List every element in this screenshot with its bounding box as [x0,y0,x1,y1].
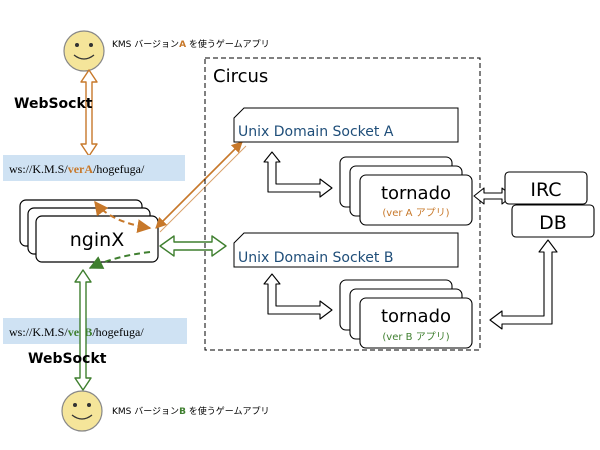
websocket-label-top: WebSockt [14,96,93,112]
circus-label: Circus [213,66,268,87]
socket-b-shape [233,232,459,268]
tornado-b-to-db-arrow [489,239,558,330]
circus-container [204,57,481,351]
user-a-smiley-icon [63,30,105,72]
tornado-b-sub: (ver B アプリ) [382,331,449,343]
nginx-to-socket-a-arrow [155,141,243,229]
db-box [511,204,595,238]
url-a-text: ws://K.M.S/verA/hogefuga/ [9,162,145,176]
url-a-box [3,155,185,181]
tornado-a-stack [339,156,473,226]
nginx-routing-b-arrow [88,251,151,269]
nginx-label: nginX [70,229,124,251]
nginx-to-socket-b-arrow [159,235,227,257]
websocket-b-arrow [74,269,92,391]
socket-b-label: Unix Domain Socket B [238,250,393,266]
socket-a-shape [233,107,459,143]
socket-b-to-tornado-arrow [263,273,333,320]
user-a-caption: KMS バージョンA を使うゲームアプリ [112,38,270,50]
nginx-routing-a-arrow [94,200,152,234]
socket-a-to-tornado-arrow [263,151,333,198]
user-b-caption: KMS バージョンB を使うゲームアプリ [112,405,270,417]
tornado-b-stack [339,279,473,349]
tornado-b-label: tornado [381,306,451,327]
db-label: DB [539,212,567,234]
irc-label: IRC [530,179,561,201]
url-b-box [3,318,187,344]
websocket-a-arrow [80,69,98,157]
user-b-smiley-icon [61,390,103,432]
tornado-a-label: tornado [381,183,451,204]
websocket-label-bottom: WebSockt [28,351,107,367]
irc-box [504,171,588,205]
tornado-a-sub: (ver A アプリ) [382,207,449,219]
socket-a-label: Unix Domain Socket A [238,124,394,140]
